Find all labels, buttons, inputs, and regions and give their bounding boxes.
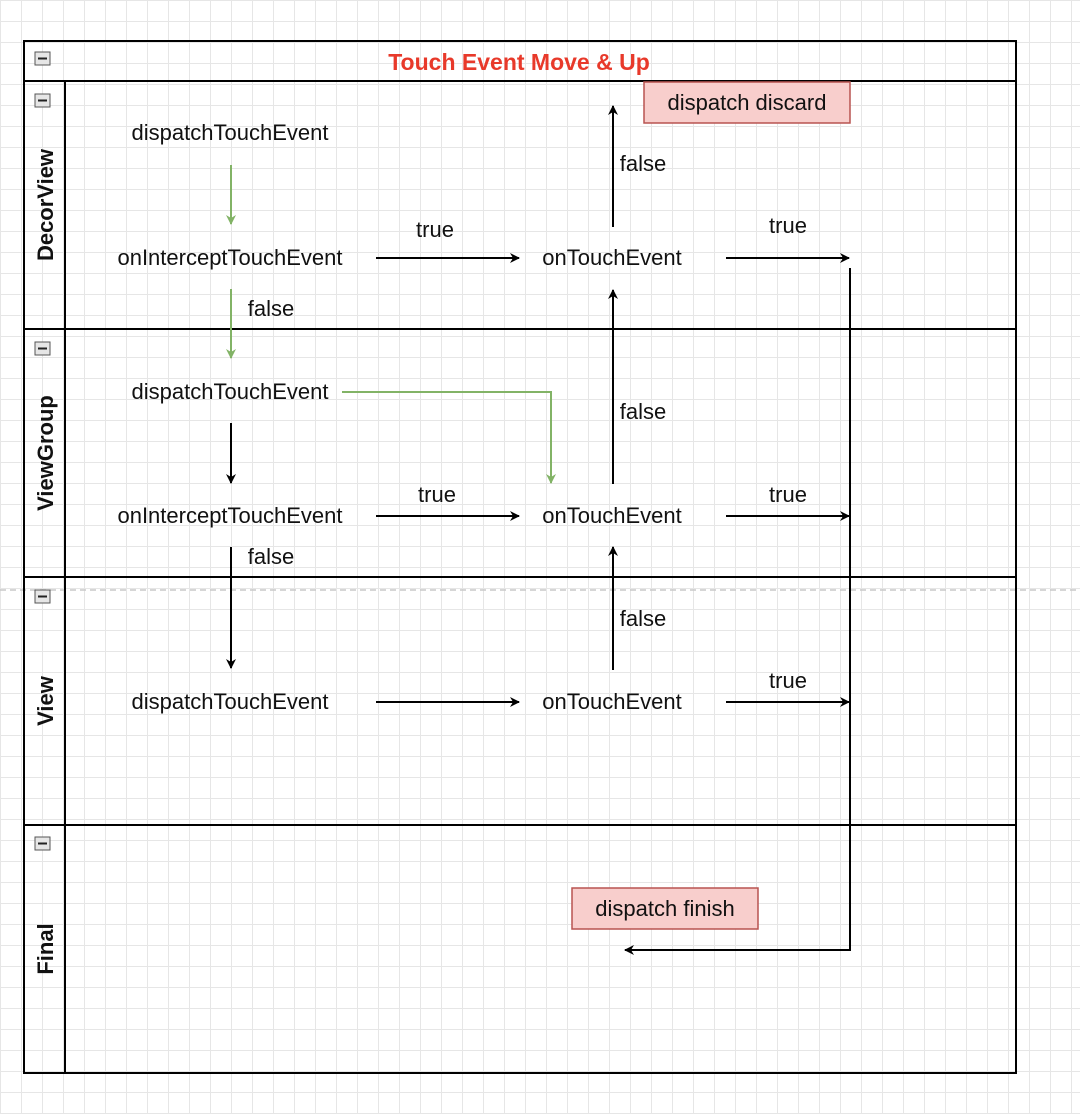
edge-label-view-false-up: false bbox=[620, 606, 666, 631]
pool-border bbox=[23, 40, 1017, 1074]
dispatch-finish-label: dispatch finish bbox=[595, 896, 734, 921]
edge-label-decor-true-1: true bbox=[416, 217, 454, 242]
edge-label-vg-false-down: false bbox=[248, 544, 294, 569]
lane-label-view: View bbox=[33, 675, 58, 726]
edge-label-vg-false-up: false bbox=[620, 399, 666, 424]
node-view-dispatch: dispatchTouchEvent bbox=[132, 689, 329, 714]
lane-collapse-button-viewgroup[interactable] bbox=[34, 341, 51, 356]
edge-collector-to-finish bbox=[624, 268, 851, 955]
lane-collapse-button-final[interactable] bbox=[34, 836, 51, 851]
edge-label-vg-true-2: true bbox=[769, 482, 807, 507]
edge-label-view-true: true bbox=[769, 668, 807, 693]
dispatch-discard-label: dispatch discard bbox=[668, 90, 827, 115]
pool-collapse-button[interactable] bbox=[34, 51, 51, 66]
edge-label-vg-true-1: true bbox=[418, 482, 456, 507]
edge-label-decor-false-up: false bbox=[620, 151, 666, 176]
node-decor-dispatch: dispatchTouchEvent bbox=[132, 120, 329, 145]
node-decor-ontouch: onTouchEvent bbox=[542, 245, 681, 270]
node-decor-intercept: onInterceptTouchEvent bbox=[117, 245, 342, 270]
lane-label-final: Final bbox=[33, 923, 58, 974]
edge-vg-dispatch-to-ontouch bbox=[342, 391, 556, 484]
lane-collapse-button-decorview[interactable] bbox=[34, 93, 51, 108]
lane-label-viewgroup: ViewGroup bbox=[33, 395, 58, 511]
lane-label-decorview: DecorView bbox=[33, 148, 58, 261]
node-vg-ontouch: onTouchEvent bbox=[542, 503, 681, 528]
node-view-ontouch: onTouchEvent bbox=[542, 689, 681, 714]
node-vg-dispatch: dispatchTouchEvent bbox=[132, 379, 329, 404]
lane-collapse-button-view[interactable] bbox=[34, 589, 51, 604]
pool-title: Touch Event Move & Up bbox=[388, 49, 650, 75]
edge-label-decor-false-down: false bbox=[248, 296, 294, 321]
node-vg-intercept: onInterceptTouchEvent bbox=[117, 503, 342, 528]
dispatch-finish-box: dispatch finish bbox=[571, 887, 759, 930]
dispatch-discard-box: dispatch discard bbox=[643, 81, 851, 124]
edge-label-decor-true-2: true bbox=[769, 213, 807, 238]
